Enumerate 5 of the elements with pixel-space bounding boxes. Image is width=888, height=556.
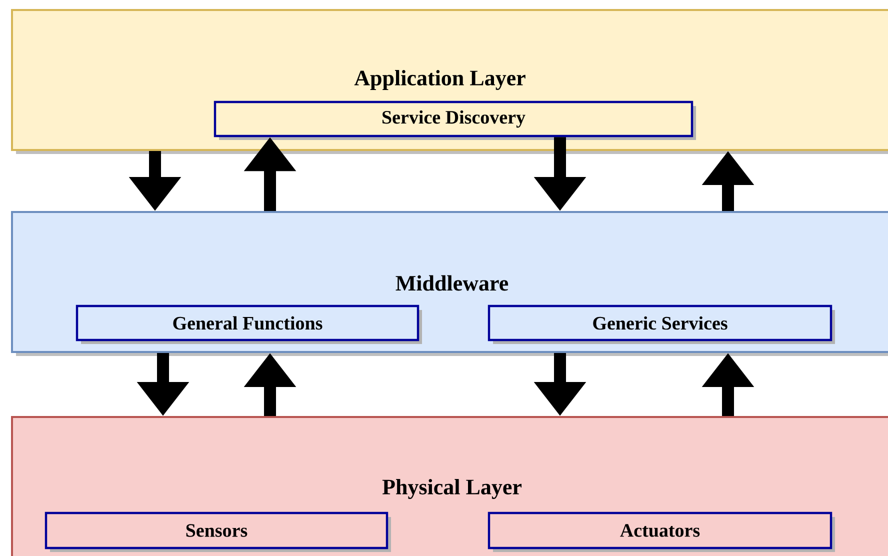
component-box: Sensors <box>44 512 391 552</box>
component-box: Generic Services <box>488 304 835 344</box>
component-box: Service Discovery <box>214 100 696 140</box>
component-box: General Functions <box>76 304 422 344</box>
component-box: Actuators <box>488 512 835 552</box>
